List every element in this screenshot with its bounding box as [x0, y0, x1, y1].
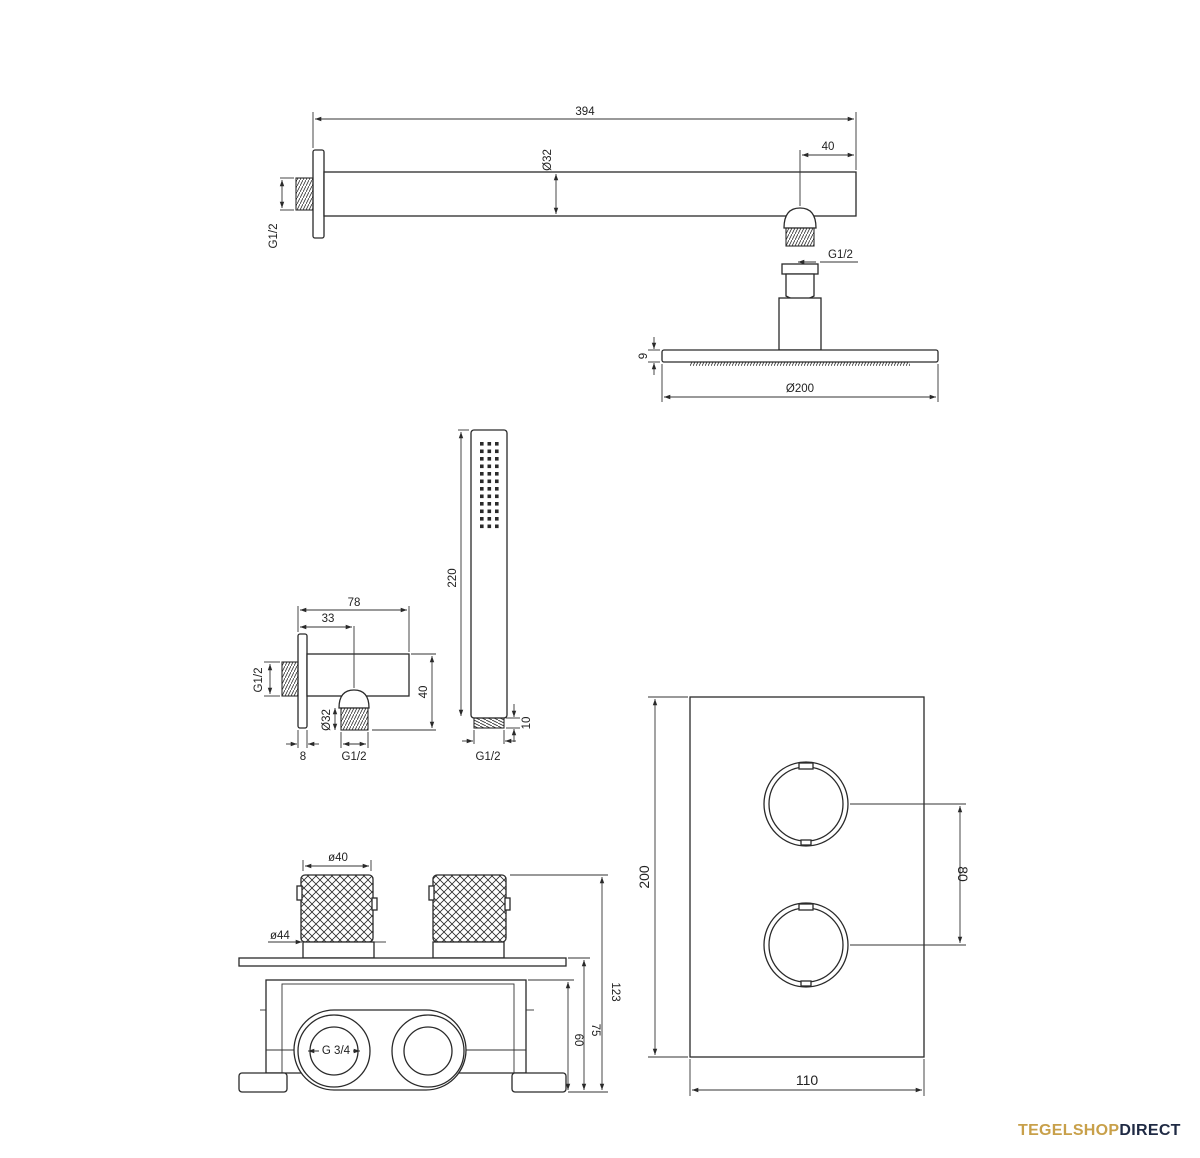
arm-length-label: 394	[575, 106, 595, 118]
rosette-diameter-label: ø44	[270, 930, 290, 942]
nozzle-dot	[487, 479, 492, 484]
arm-wall-thread-label: G1/2	[268, 224, 280, 249]
nozzle-dot	[480, 509, 484, 514]
nozzle-dot	[480, 442, 484, 446]
total-depth-label: 123	[609, 982, 621, 1001]
outlet-height-label: 40	[418, 686, 430, 699]
outlet-diameter-label: Ø32	[321, 709, 333, 731]
nozzle-dot	[495, 442, 499, 446]
nozzle-dot	[480, 487, 484, 491]
nozzle-dot	[495, 464, 499, 469]
inlet-depth-label: 60	[572, 1034, 584, 1047]
nozzle-dot	[487, 509, 492, 514]
nozzle-dot	[487, 524, 492, 529]
hand-thread-label: G1/2	[476, 751, 501, 763]
brand-logo-part2: DIRECT	[1119, 1122, 1181, 1139]
nozzle-dot	[495, 449, 499, 454]
wall-outlet-view: 78 33 40 Ø32 G1/2 8 G1/2	[253, 597, 436, 763]
cover-plate-view: 200 110 80	[636, 696, 971, 1096]
head-diameter-label: Ø200	[786, 383, 814, 395]
nozzle-dot	[487, 457, 492, 461]
nozzle-dot	[487, 494, 492, 499]
knob-diameter-label: ø40	[328, 852, 348, 864]
nozzle-dot	[480, 479, 484, 484]
nozzle-dot	[495, 472, 499, 476]
nozzle-dot	[495, 524, 499, 529]
nozzle-dot	[487, 487, 492, 491]
nozzle-dot	[487, 464, 492, 469]
outlet-thread-label: G1/2	[342, 751, 367, 763]
outlet-center-label: 33	[322, 613, 335, 625]
hand-base-label: 10	[521, 717, 533, 730]
nozzle-dot	[480, 472, 484, 476]
outlet-flange-label: 8	[300, 751, 306, 763]
upper-knob	[763, 761, 849, 847]
arm-head-thread-label: G1/2	[828, 249, 853, 261]
arm-diameter-label: Ø32	[542, 149, 554, 171]
nozzle-dot	[495, 487, 499, 491]
hand-shower-nozzles	[480, 442, 499, 529]
nozzle-dot	[487, 472, 492, 476]
nozzle-dot	[487, 449, 492, 454]
nozzle-dot	[487, 517, 492, 521]
inlet-thread-label: G 3/4	[322, 1045, 351, 1057]
brand-logo: TEGELSHOPDIRECT	[1018, 1122, 1181, 1140]
outlet-depth-label: 78	[348, 597, 361, 609]
nozzle-dot	[480, 524, 484, 529]
brand-logo-part1: TEGELSHOP	[1018, 1122, 1120, 1139]
nozzle-dot	[495, 517, 499, 521]
head-shower-nozzles	[690, 362, 910, 366]
thermostat-body-view: G 3/4 ø40 ø44 123 75 60	[238, 852, 621, 1093]
box-depth-label: 75	[589, 1024, 601, 1037]
hand-shower-view: 220 10 G1/2	[447, 429, 533, 763]
nozzle-dot	[480, 494, 484, 499]
plate-height-label: 200	[636, 865, 652, 889]
lower-knob	[763, 902, 849, 988]
nozzle-dot	[495, 494, 499, 499]
nozzle-dot	[480, 464, 484, 469]
nozzle-dot	[487, 442, 492, 446]
nozzle-dot	[495, 457, 499, 461]
shower-arm-view: 394 Ø32 40 G1/2 G1/2 9 Ø200	[268, 106, 939, 402]
nozzle-dot	[495, 502, 499, 506]
nozzle-dot	[495, 509, 499, 514]
nozzle-dot	[480, 502, 484, 506]
hand-length-label: 220	[447, 568, 459, 587]
plate-width-label: 110	[796, 1072, 819, 1088]
arm-offset-label: 40	[822, 141, 835, 153]
nozzle-dot	[487, 502, 492, 506]
nozzle-dot	[480, 449, 484, 454]
nozzle-dot	[495, 479, 499, 484]
nozzle-dot	[480, 457, 484, 461]
nozzle-dot	[480, 517, 484, 521]
knob-spacing-label: 80	[955, 866, 971, 882]
head-height-label: 9	[638, 353, 650, 359]
outlet-wall-thread-label: G1/2	[253, 668, 265, 693]
